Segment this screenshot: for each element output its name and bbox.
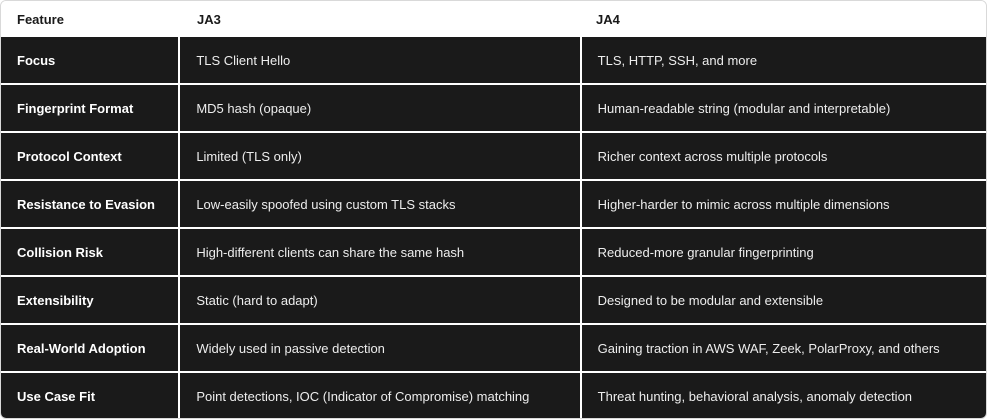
ja4-cell: Richer context across multiple protocols bbox=[581, 133, 986, 179]
table-row: Focus TLS Client Hello TLS, HTTP, SSH, a… bbox=[1, 37, 986, 83]
table-row: Fingerprint Format MD5 hash (opaque) Hum… bbox=[1, 85, 986, 131]
header-feature: Feature bbox=[17, 11, 64, 27]
ja4-cell: Gaining traction in AWS WAF, Zeek, Polar… bbox=[581, 325, 986, 371]
feature-cell: Protocol Context bbox=[1, 133, 179, 179]
ja3-cell: MD5 hash (opaque) bbox=[180, 85, 580, 131]
table-row: Real-World Adoption Widely used in passi… bbox=[1, 325, 986, 371]
ja3-cell: High-different clients can share the sam… bbox=[180, 229, 580, 275]
table-row: Extensibility Static (hard to adapt) Des… bbox=[1, 277, 986, 323]
feature-cell: Collision Risk bbox=[1, 229, 179, 275]
ja3-cell: Low-easily spoofed using custom TLS stac… bbox=[180, 181, 580, 227]
table-row: Collision Risk High-different clients ca… bbox=[1, 229, 986, 275]
feature-cell: Real-World Adoption bbox=[1, 325, 179, 371]
feature-cell: Focus bbox=[1, 37, 179, 83]
header-ja4: JA4 bbox=[596, 11, 620, 27]
feature-cell: Use Case Fit bbox=[1, 373, 179, 418]
ja3-cell: Point detections, IOC (Indicator of Comp… bbox=[180, 373, 580, 418]
feature-cell: Extensibility bbox=[1, 277, 179, 323]
header-ja3: JA3 bbox=[197, 11, 221, 27]
ja4-cell: Designed to be modular and extensible bbox=[581, 277, 986, 323]
table-body: Focus TLS Client Hello TLS, HTTP, SSH, a… bbox=[1, 37, 986, 418]
ja4-cell: Reduced-more granular fingerprinting bbox=[581, 229, 986, 275]
feature-cell: Resistance to Evasion bbox=[1, 181, 179, 227]
table-row: Protocol Context Limited (TLS only) Rich… bbox=[1, 133, 986, 179]
ja3-cell: Static (hard to adapt) bbox=[180, 277, 580, 323]
table-header-row: Feature JA3 JA4 bbox=[1, 1, 986, 37]
table-row: Use Case Fit Point detections, IOC (Indi… bbox=[1, 373, 986, 418]
ja4-cell: Higher-harder to mimic across multiple d… bbox=[581, 181, 986, 227]
ja4-cell: Human-readable string (modular and inter… bbox=[581, 85, 986, 131]
ja3-cell: Limited (TLS only) bbox=[180, 133, 580, 179]
ja3-cell: Widely used in passive detection bbox=[180, 325, 580, 371]
ja4-cell: TLS, HTTP, SSH, and more bbox=[581, 37, 986, 83]
table-row: Resistance to Evasion Low-easily spoofed… bbox=[1, 181, 986, 227]
feature-cell: Fingerprint Format bbox=[1, 85, 179, 131]
ja3-cell: TLS Client Hello bbox=[180, 37, 580, 83]
ja4-cell: Threat hunting, behavioral analysis, ano… bbox=[581, 373, 986, 418]
